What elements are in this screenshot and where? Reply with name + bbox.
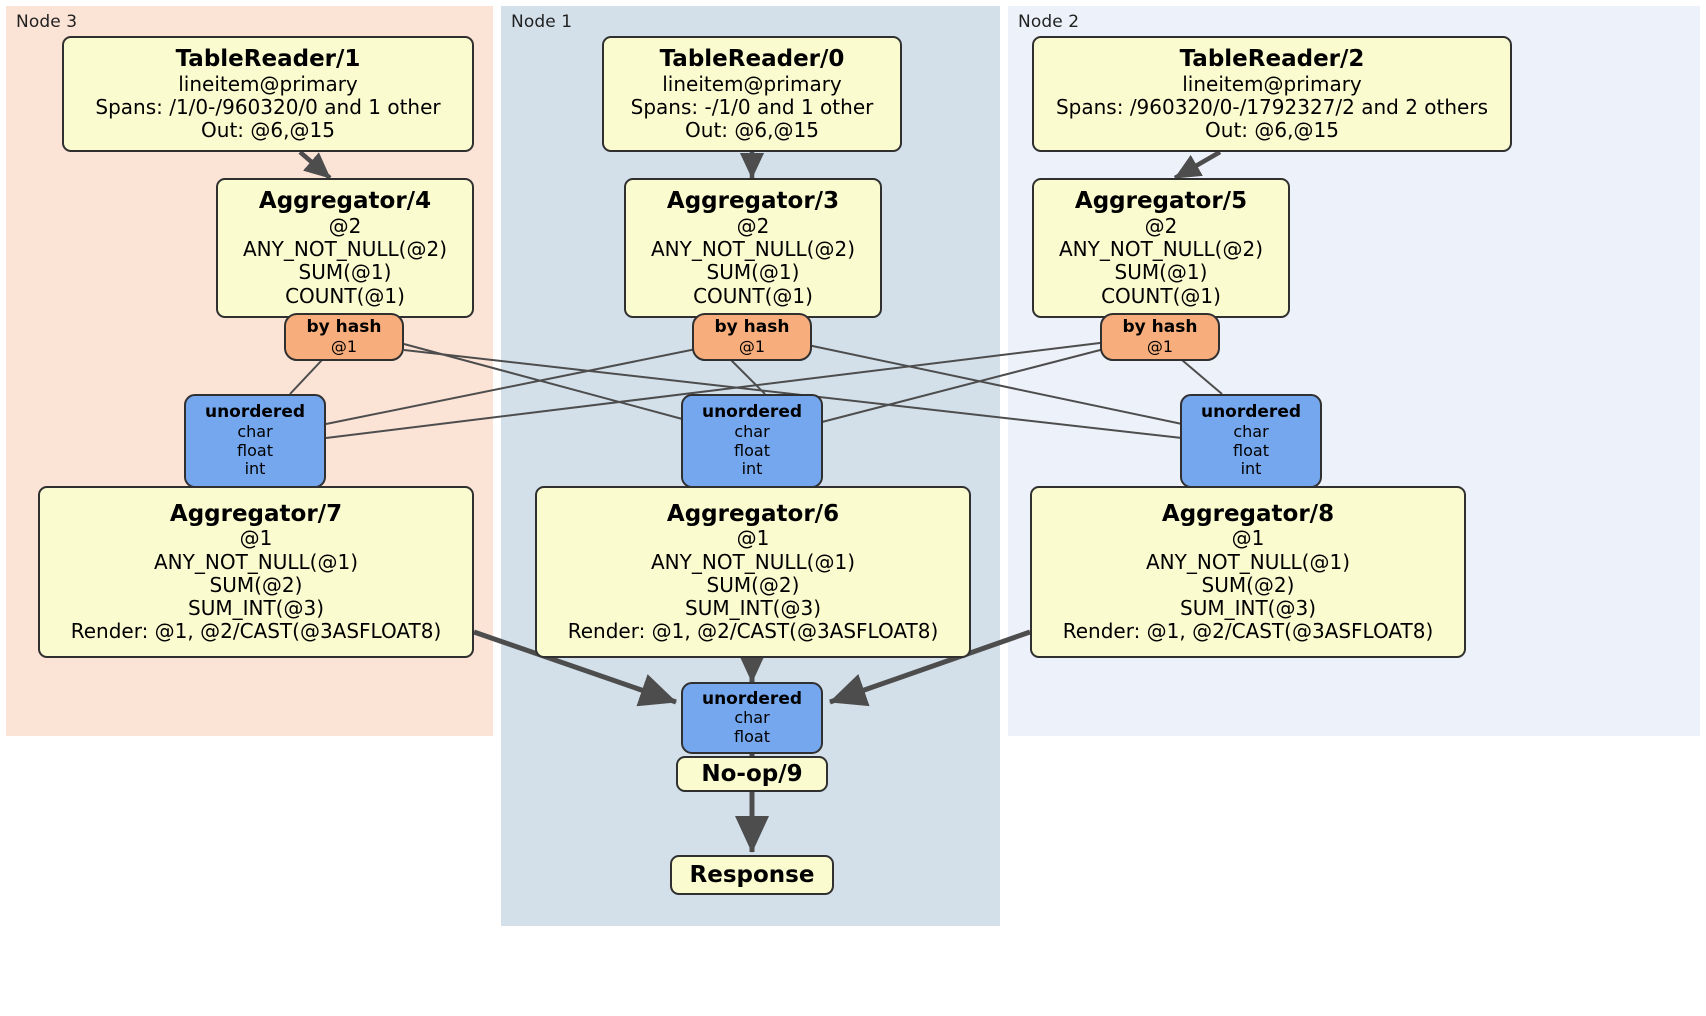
processor-detail: SUM(@2) (706, 572, 800, 597)
synchronizer-type: int (244, 459, 266, 479)
synchronizer-title: unordered (701, 402, 803, 423)
processor-aggregator-6[interactable]: Aggregator/6 @1 ANY_NOT_NULL(@1) SUM(@2)… (535, 486, 971, 658)
processor-detail: lineitem@primary (662, 71, 842, 96)
synchronizer-type: float (237, 440, 273, 460)
router-title: by hash (714, 316, 790, 337)
processor-detail: ANY_NOT_NULL(@1) (1146, 549, 1350, 574)
synchronizer-type: float (1233, 440, 1269, 460)
router-detail: @1 (738, 336, 766, 356)
processor-response[interactable]: Response (670, 855, 834, 895)
router-by-hash-right[interactable]: by hash @1 (1100, 313, 1220, 361)
router-by-hash-left[interactable]: by hash @1 (284, 313, 404, 361)
processor-detail: COUNT(@1) (285, 283, 405, 308)
processor-detail: SUM_INT(@3) (188, 595, 324, 620)
processor-title: Aggregator/5 (1074, 188, 1248, 215)
processor-detail: @2 (736, 213, 770, 238)
processor-detail: SUM_INT(@3) (1180, 595, 1316, 620)
panel-node-2-label: Node 2 (1018, 12, 1080, 32)
processor-detail: @1 (736, 526, 770, 551)
processor-title: Aggregator/4 (258, 188, 432, 215)
processor-detail: Out: @6,@15 (685, 117, 819, 142)
synchronizer-type: int (741, 459, 763, 479)
processor-detail: Spans: -/1/0 and 1 other (630, 94, 874, 119)
processor-title: TableReader/0 (659, 45, 845, 72)
processor-title: TableReader/2 (1179, 45, 1365, 72)
processor-title: Aggregator/7 (169, 500, 343, 527)
processor-detail: Out: @6,@15 (1205, 117, 1339, 142)
processor-detail: lineitem@primary (1182, 71, 1362, 96)
processor-detail: Spans: /960320/0-/1792327/2 and 2 others (1055, 94, 1488, 119)
synchronizer-unordered-final[interactable]: unordered char float (681, 682, 823, 754)
synchronizer-title: unordered (701, 688, 803, 709)
processor-detail: @2 (1144, 213, 1178, 238)
router-title: by hash (1122, 316, 1198, 337)
processor-render: Render: @1, @2/CAST(@3ASFLOAT8) (1062, 619, 1434, 644)
processor-no-op-9[interactable]: No-op/9 (676, 756, 828, 792)
synchronizer-type: int (1240, 459, 1262, 479)
processor-detail: @2 (328, 213, 362, 238)
synchronizer-type: char (734, 422, 770, 442)
synchronizer-type: float (734, 726, 770, 746)
processor-title: No-op/9 (701, 760, 803, 787)
synchronizer-unordered-right[interactable]: unordered char float int (1180, 394, 1322, 488)
panel-node-3-label: Node 3 (16, 12, 78, 32)
processor-detail: SUM_INT(@3) (685, 595, 821, 620)
processor-detail: SUM(@1) (1114, 260, 1208, 285)
synchronizer-type: char (734, 708, 770, 728)
processor-detail: SUM(@1) (706, 260, 800, 285)
processor-detail: SUM(@2) (1201, 572, 1295, 597)
processor-detail: ANY_NOT_NULL(@1) (651, 549, 855, 574)
processor-aggregator-7[interactable]: Aggregator/7 @1 ANY_NOT_NULL(@1) SUM(@2)… (38, 486, 474, 658)
processor-detail: ANY_NOT_NULL(@2) (243, 237, 447, 262)
processor-detail: ANY_NOT_NULL(@2) (651, 237, 855, 262)
processor-title: Aggregator/3 (666, 188, 840, 215)
processor-aggregator-4[interactable]: Aggregator/4 @2 ANY_NOT_NULL(@2) SUM(@1)… (216, 178, 474, 318)
processor-detail: COUNT(@1) (1101, 283, 1221, 308)
processor-detail: Out: @6,@15 (201, 117, 335, 142)
processor-table-reader-0[interactable]: TableReader/0 lineitem@primary Spans: -/… (602, 36, 902, 152)
processor-detail: ANY_NOT_NULL(@1) (154, 549, 358, 574)
router-by-hash-center[interactable]: by hash @1 (692, 313, 812, 361)
synchronizer-type: float (734, 440, 770, 460)
processor-detail: Spans: /1/0-/960320/0 and 1 other (95, 94, 441, 119)
synchronizer-title: unordered (204, 402, 306, 423)
synchronizer-type: char (1233, 422, 1269, 442)
processor-title: TableReader/1 (175, 45, 361, 72)
synchronizer-unordered-center[interactable]: unordered char float int (681, 394, 823, 488)
processor-title: Response (689, 861, 815, 888)
processor-detail: SUM(@1) (298, 260, 392, 285)
processor-aggregator-5[interactable]: Aggregator/5 @2 ANY_NOT_NULL(@2) SUM(@1)… (1032, 178, 1290, 318)
synchronizer-title: unordered (1200, 402, 1302, 423)
processor-title: Aggregator/8 (1161, 500, 1335, 527)
processor-detail: COUNT(@1) (693, 283, 813, 308)
processor-aggregator-3[interactable]: Aggregator/3 @2 ANY_NOT_NULL(@2) SUM(@1)… (624, 178, 882, 318)
processor-aggregator-8[interactable]: Aggregator/8 @1 ANY_NOT_NULL(@1) SUM(@2)… (1030, 486, 1466, 658)
synchronizer-type: char (237, 422, 273, 442)
router-title: by hash (306, 316, 382, 337)
processor-detail: @1 (1231, 526, 1265, 551)
processor-table-reader-2[interactable]: TableReader/2 lineitem@primary Spans: /9… (1032, 36, 1512, 152)
processor-detail: SUM(@2) (209, 572, 303, 597)
router-detail: @1 (330, 336, 358, 356)
processor-table-reader-1[interactable]: TableReader/1 lineitem@primary Spans: /1… (62, 36, 474, 152)
router-detail: @1 (1146, 336, 1174, 356)
processor-title: Aggregator/6 (666, 500, 840, 527)
processor-detail: @1 (239, 526, 273, 551)
processor-detail: lineitem@primary (178, 71, 358, 96)
synchronizer-unordered-left[interactable]: unordered char float int (184, 394, 326, 488)
processor-detail: ANY_NOT_NULL(@2) (1059, 237, 1263, 262)
panel-node-1-label: Node 1 (511, 12, 573, 32)
processor-render: Render: @1, @2/CAST(@3ASFLOAT8) (70, 619, 442, 644)
processor-render: Render: @1, @2/CAST(@3ASFLOAT8) (567, 619, 939, 644)
